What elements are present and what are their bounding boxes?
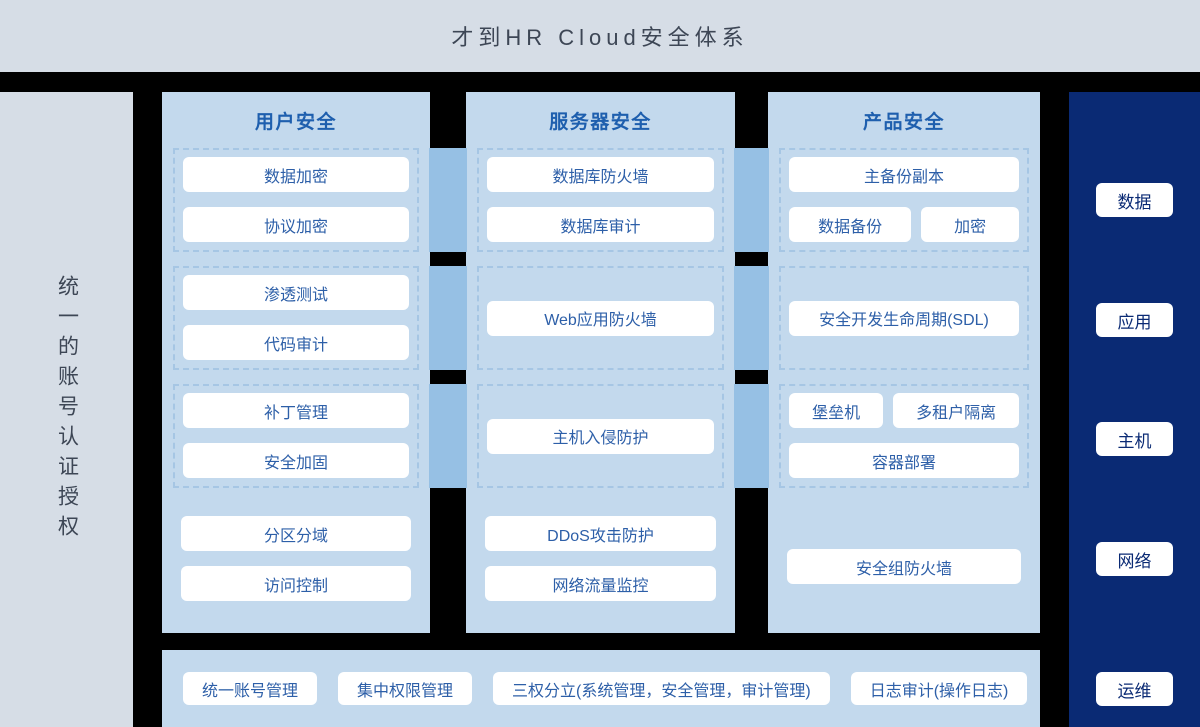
group-row: 分区分域: [181, 516, 411, 551]
security-item: 数据加密: [183, 157, 409, 192]
security-column: 产品安全主备份副本数据备份加密安全开发生命周期(SDL)堡垒机多租户隔离容器部署…: [768, 92, 1040, 633]
connector-strip: [429, 266, 467, 370]
unified-account-panel: 统一的账号认证授权: [0, 92, 133, 727]
group-row: 主备份副本: [789, 157, 1019, 192]
group-row: 代码审计: [183, 325, 409, 360]
security-group: 主备份副本数据备份加密: [779, 148, 1029, 252]
column-title: 服务器安全: [549, 111, 652, 133]
group-row: 网络流量监控: [485, 566, 716, 601]
layer-badge: 数据: [1096, 183, 1173, 217]
layer-badge: 主机: [1096, 422, 1173, 456]
group-row: 渗透测试: [183, 275, 409, 310]
security-column: 服务器安全数据库防火墙数据库审计 Web应用防火墙主机入侵防护 DDoS攻击防护网络…: [466, 92, 735, 633]
security-item: 渗透测试: [183, 275, 409, 310]
group-row: DDoS攻击防护: [485, 516, 716, 551]
group-row: 数据加密: [183, 157, 409, 192]
column-title: 产品安全: [862, 111, 945, 133]
security-item: 主备份副本: [789, 157, 1019, 192]
group-row: 容器部署: [789, 443, 1019, 478]
security-column: 用户安全数据加密协议加密渗透测试代码审计补丁管理安全加固分区分域访问控制: [162, 92, 430, 633]
layers-panel: 数据应用主机网络运维: [1069, 92, 1200, 727]
security-group: 数据库防火墙数据库审计: [477, 148, 724, 252]
group-row: 堡垒机多租户隔离: [789, 393, 1019, 428]
bottom-item: 日志审计(操作日志): [850, 672, 1028, 705]
security-item: 分区分域: [181, 516, 411, 551]
security-item: 堡垒机: [789, 393, 884, 428]
group-row: 数据备份加密: [789, 207, 1019, 242]
security-group: DDoS攻击防护网络流量监控: [477, 502, 724, 631]
layer-badge: 网络: [1096, 542, 1173, 576]
security-group: Web应用防火墙: [477, 266, 724, 370]
security-item: 补丁管理: [183, 393, 409, 428]
security-item: 网络流量监控: [485, 566, 716, 601]
bottom-item: 集中权限管理: [338, 672, 473, 705]
security-group: 堡垒机多租户隔离容器部署: [779, 384, 1029, 488]
security-item: 协议加密: [183, 207, 409, 242]
layer-badge: 应用: [1096, 303, 1173, 337]
group-row: 数据库审计: [487, 207, 714, 242]
security-group: 分区分域访问控制: [173, 502, 419, 631]
group-row: 访问控制: [181, 566, 411, 601]
connector-strip: [734, 148, 769, 252]
layer-badge: 运维: [1096, 672, 1173, 706]
security-item: 安全开发生命周期(SDL): [789, 300, 1019, 336]
security-group: 安全组防火墙: [779, 502, 1029, 631]
security-group: 渗透测试代码审计: [173, 266, 419, 370]
page-title: 才到HR Cloud安全体系: [451, 25, 749, 50]
group-row: 安全开发生命周期(SDL): [789, 300, 1019, 336]
security-group: 安全开发生命周期(SDL): [779, 266, 1029, 370]
group-row: 安全加固: [183, 443, 409, 478]
security-item: 访问控制: [181, 566, 411, 601]
security-item: 数据库防火墙: [487, 157, 714, 192]
connector-strip: [429, 384, 467, 488]
title-bar: 才到HR Cloud安全体系: [0, 0, 1200, 72]
security-item: 数据备份: [789, 207, 912, 242]
connector-strip: [429, 148, 467, 252]
security-item: DDoS攻击防护: [485, 516, 716, 551]
group-row: 补丁管理: [183, 393, 409, 428]
security-item: 安全加固: [183, 443, 409, 478]
group-row: 数据库防火墙: [487, 157, 714, 192]
security-group: 补丁管理安全加固: [173, 384, 419, 488]
security-item: 数据库审计: [487, 207, 714, 242]
group-row: Web应用防火墙: [487, 300, 714, 336]
security-group: 数据加密协议加密: [173, 148, 419, 252]
group-row: 安全组防火墙: [787, 549, 1021, 584]
security-item: 多租户隔离: [893, 393, 1019, 428]
bottom-item: 统一账号管理: [183, 672, 318, 705]
security-item: Web应用防火墙: [487, 300, 714, 336]
security-group: 主机入侵防护: [477, 384, 724, 488]
security-item: 容器部署: [789, 443, 1019, 478]
connector-strip: [734, 266, 769, 370]
security-item: 主机入侵防护: [487, 418, 714, 454]
connector-strip: [734, 384, 769, 488]
group-row: 协议加密: [183, 207, 409, 242]
column-title: 用户安全: [254, 111, 337, 133]
bottom-item: 三权分立(系统管理，安全管理，审计管理): [493, 672, 830, 705]
security-item: 安全组防火墙: [787, 549, 1021, 584]
unified-account-label: 统一的账号认证授权: [55, 274, 79, 545]
security-item: 代码审计: [183, 325, 409, 360]
bottom-bar: 统一账号管理集中权限管理三权分立(系统管理，安全管理，审计管理) 日志审计(操作日…: [162, 650, 1040, 727]
security-item: 加密: [921, 207, 1019, 242]
group-row: 主机入侵防护: [487, 418, 714, 454]
